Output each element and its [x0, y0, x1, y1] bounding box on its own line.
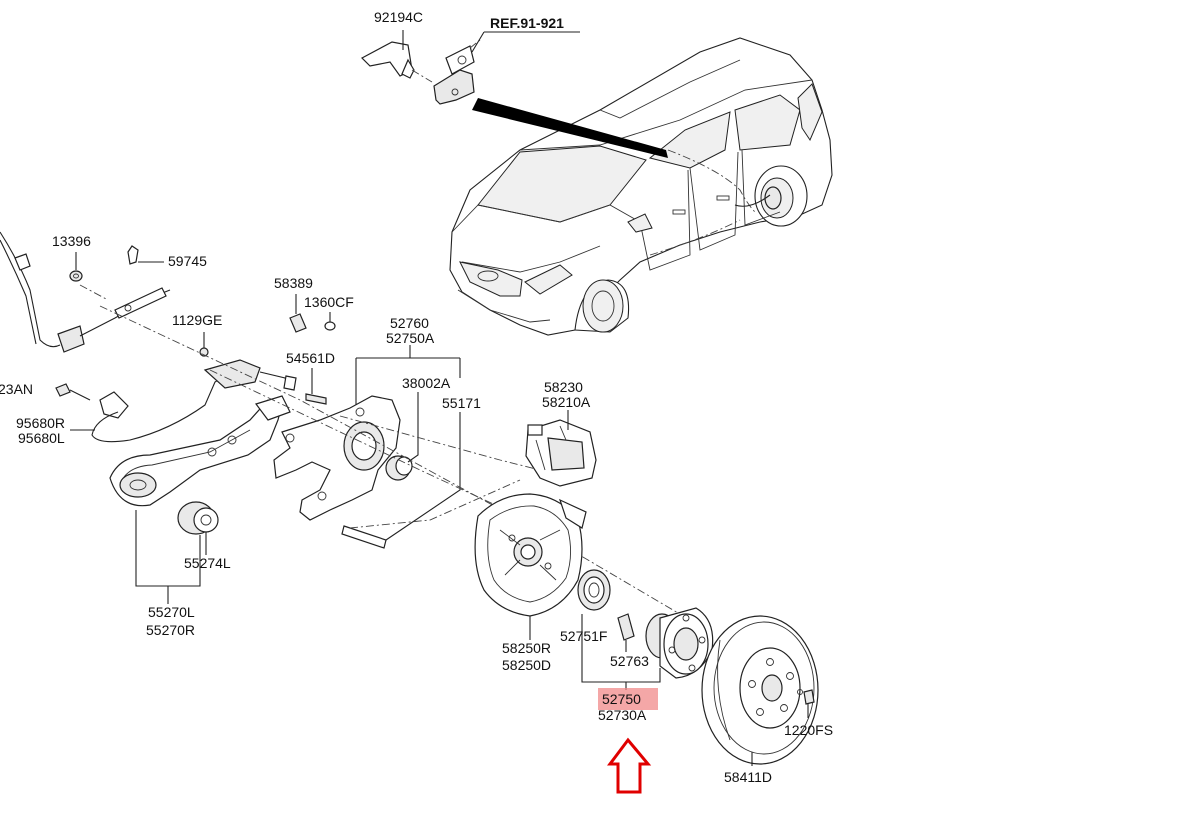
axis-line-caliper — [339, 415, 541, 471]
label-52730A: 52730A — [598, 707, 647, 723]
leader-38002A — [407, 392, 419, 463]
label-55270L: 55270L — [148, 604, 195, 620]
hub-bolt-52763 — [617, 613, 635, 641]
bolt-55171 — [341, 525, 387, 549]
label-58250D: 58250D — [502, 657, 551, 673]
highlight-52750 — [598, 688, 658, 710]
label-55274L: 55274L — [184, 555, 231, 571]
bracket-assembly — [361, 39, 481, 105]
label-52760: 52760 — [390, 315, 429, 331]
label-52763: 52763 — [610, 653, 649, 669]
location-pointer-wedge — [472, 98, 668, 158]
label-54561D: 54561D — [286, 350, 335, 366]
screw-1220FS — [803, 689, 815, 705]
bolt-54561D — [305, 393, 327, 405]
dash-cable — [79, 284, 109, 301]
bushing-55274L — [177, 501, 219, 535]
wheel-hub-assembly — [645, 607, 714, 679]
label-52750[interactable]: 52750 — [602, 691, 641, 707]
lower-control-arm — [109, 395, 291, 507]
label-58411D: 58411D — [724, 769, 772, 785]
parking-brake-cable — [0, 231, 171, 353]
label-58250R: 58250R — [502, 640, 551, 656]
wheel-speed-sensor — [91, 359, 297, 443]
label-95680L: 95680L — [18, 430, 65, 446]
label-59745: 59745 — [168, 253, 207, 269]
washer-1360CF — [324, 321, 336, 331]
label-58230: 58230 — [544, 379, 583, 395]
bolt-1123AN — [55, 383, 71, 397]
rear-knuckle — [273, 395, 401, 521]
brake-caliper — [525, 419, 597, 487]
label-92194C: 92194C — [374, 9, 423, 25]
label-55171: 55171 — [442, 395, 481, 411]
label-13396: 13396 — [52, 233, 91, 249]
label-1123AN: 23AN — [0, 381, 33, 397]
brake-disc — [701, 615, 819, 765]
clip-59745 — [127, 245, 139, 265]
label-1220FS: 1220FS — [784, 722, 833, 738]
label-38002A: 38002A — [402, 375, 451, 391]
label-58389: 58389 — [274, 275, 313, 291]
drum-brake-backing-plate — [474, 493, 587, 617]
leader-1123AN — [69, 389, 91, 401]
bolt-58389 — [289, 313, 307, 333]
wheel-bearing — [577, 569, 611, 611]
bracket-52750 — [581, 614, 661, 683]
axis-line-bolt — [349, 479, 521, 529]
reference-link[interactable]: REF.91-921 — [490, 15, 564, 31]
label-52750A: 52750A — [386, 330, 435, 346]
label-58210A: 58210A — [542, 394, 591, 410]
label-1129GE: 1129GE — [172, 312, 222, 328]
leader-55171 — [385, 412, 461, 541]
label-1360CF: 1360CF — [304, 294, 354, 310]
up-arrow-indicator — [607, 737, 652, 794]
label-95680R: 95680R — [16, 415, 65, 431]
leader-ref — [471, 31, 485, 53]
nut-13396 — [69, 270, 83, 282]
minivan-illustration — [449, 37, 833, 336]
label-52751F: 52751F — [560, 628, 607, 644]
label-55270R: 55270R — [146, 622, 195, 638]
